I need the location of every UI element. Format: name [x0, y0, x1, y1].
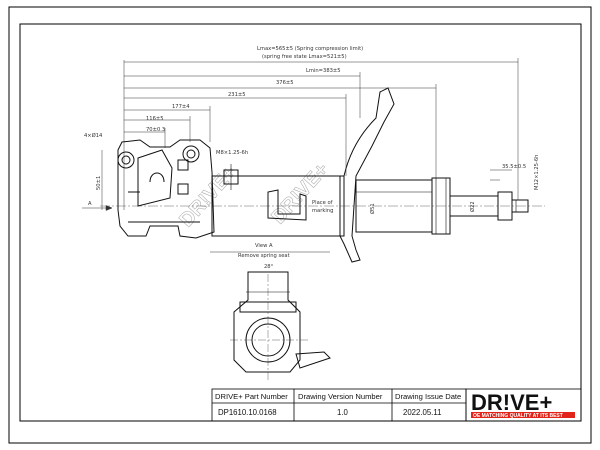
dim-355: 35.5±0.5: [502, 164, 526, 170]
arrow-a-label: A: [88, 201, 92, 207]
brand-logo-text: DR!VE+: [471, 390, 552, 415]
title-block: [211, 388, 582, 422]
brand-tagline: OE MATCHING QUALITY AT ITS BEST: [473, 413, 563, 419]
place-of-marking-line2: marking: [312, 208, 333, 214]
brand-accent-bar: [471, 412, 575, 418]
dim-70: 70±0.3: [146, 127, 165, 133]
dim-bolt: M8×1.25-6h: [216, 150, 248, 156]
title-block-header: DRIVE+ Part Number: [215, 392, 288, 401]
outer-frame: [8, 6, 592, 444]
dim-dia22: Ø22: [469, 201, 476, 212]
brand-logo: DR!VE+ OE MATCHING QUALITY AT ITS BEST: [471, 390, 575, 419]
dimension-lines: [82, 58, 519, 253]
dim-spring-free: (spring free state Lmax=521±5): [262, 54, 347, 60]
dim-lmin: Lmin=383±5: [306, 68, 341, 74]
remove-spring-seat-label: Remove spring seat: [238, 253, 290, 259]
dim-116: 116±5: [146, 116, 164, 122]
drawing-version-value: 1.0: [337, 408, 349, 417]
dim-angle: 28°: [264, 264, 274, 270]
dim-dia51: Ø51: [369, 203, 376, 214]
inner-frame: [19, 23, 582, 422]
dim-177: 177±4: [172, 104, 190, 110]
part-number-value: DP1610.10.0168: [218, 408, 277, 417]
title-block-header: Drawing Version Number: [298, 392, 383, 401]
place-of-marking-line1: Place of: [312, 200, 333, 206]
issue-date-value: 2022.05.11: [403, 408, 441, 417]
dim-lmax: Lmax=565±5 (Spring compression limit): [257, 46, 363, 52]
dim-376: 376±5: [276, 80, 294, 86]
dim-hole: 4×Ø14: [84, 132, 103, 139]
title-block-header: Drawing Issue Date: [395, 392, 461, 401]
dim-50: 50±1: [96, 176, 102, 190]
dim-thread: M12×1.25-6h: [534, 155, 540, 190]
strut-side-view: [100, 87, 545, 263]
dim-231: 231±5: [228, 92, 246, 98]
view-a-label: View A: [255, 243, 273, 249]
watermark: DR!VE+: [267, 159, 333, 229]
strut-end-view: [230, 271, 331, 380]
